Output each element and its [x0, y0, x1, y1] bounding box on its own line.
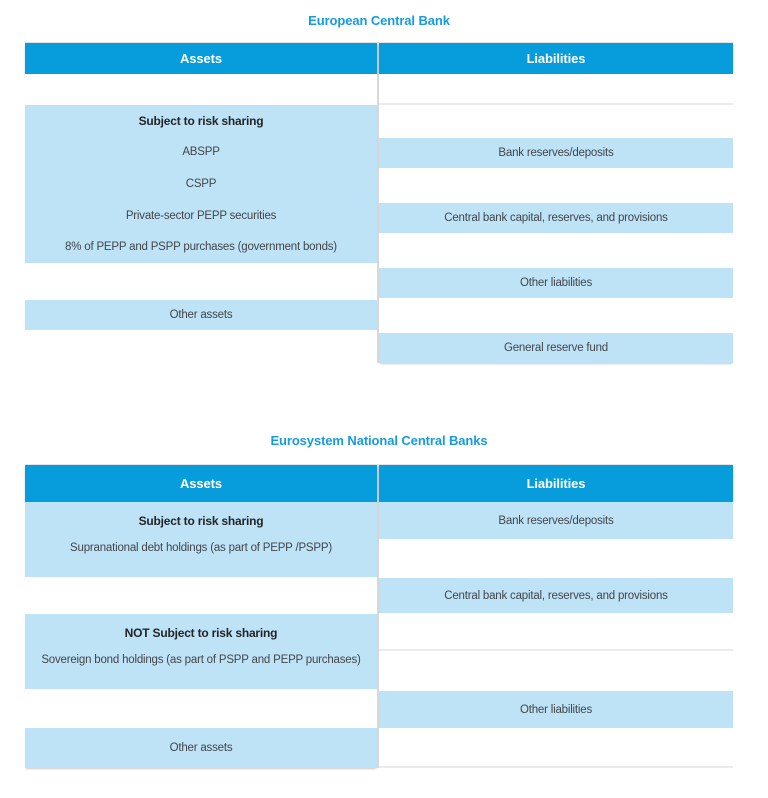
item-cell: Other assets [25, 728, 377, 768]
item-label: Central bank capital, reserves, and prov… [444, 212, 668, 224]
table-title: Eurosystem National Central Banks [270, 433, 488, 448]
item-label: Other assets [169, 742, 233, 754]
empty-cell [25, 689, 377, 728]
empty-cell [379, 728, 733, 768]
empty-cell [379, 74, 733, 105]
empty-cell [379, 539, 733, 578]
item-label: General reserve fund [503, 342, 609, 354]
group-heading: NOT Subject to risk sharing [124, 626, 278, 641]
item-label: ABSPP [182, 146, 220, 159]
item-label: Bank reserves/deposits [498, 147, 614, 159]
item-label: Private-sector PEPP securities [125, 209, 277, 222]
item-label: CSPP [185, 178, 217, 190]
item-label: Other assets [169, 309, 233, 321]
empty-cell [25, 330, 377, 363]
empty-cell [379, 105, 733, 138]
item-label: Central bank capital, reserves, and prov… [444, 589, 668, 602]
item-label: 8% of PEPP and PSPP purchases (governmen… [65, 241, 337, 254]
column-divider [377, 465, 379, 768]
item-cell: Other liabilities [379, 691, 733, 728]
group-heading: Subject to risk sharing [138, 514, 264, 529]
item-cell: Other liabilities [379, 268, 733, 298]
empty-cell [25, 577, 377, 614]
item-cell: Bank reserves/deposits [379, 502, 733, 539]
item-label: Other liabilities [519, 277, 593, 289]
liabilities-header-cell: Liabilities [379, 465, 733, 502]
liabilities-header-cell: Liabilities [379, 43, 733, 74]
empty-cell [379, 651, 733, 691]
assets-header-cell: Assets [25, 43, 377, 74]
empty-cell [379, 233, 733, 268]
table-title: European Central Bank [308, 13, 450, 28]
item-cell: General reserve fund [379, 333, 733, 363]
item-label: Other liabilities [519, 703, 593, 716]
item-cell: Bank reserves/deposits [379, 138, 733, 168]
item-label: Sovereign bond holdings (as part of PSPP… [41, 653, 361, 666]
assets-header-cell: Assets [25, 465, 377, 502]
empty-cell [379, 613, 733, 651]
item-label: Supranational debt holdings (as part of … [70, 541, 332, 554]
item-cell: Other assets [25, 300, 377, 330]
group-heading: Subject to risk sharing [138, 113, 264, 128]
empty-cell [379, 168, 733, 203]
empty-cell [25, 263, 377, 300]
empty-cell [25, 74, 377, 105]
item-cell: Central bank capital, reserves, and prov… [379, 578, 733, 613]
column-divider [377, 43, 379, 363]
empty-cell [379, 298, 733, 333]
item-label: Bank reserves/deposits [498, 514, 614, 527]
item-cell: Central bank capital, reserves, and prov… [379, 203, 733, 233]
